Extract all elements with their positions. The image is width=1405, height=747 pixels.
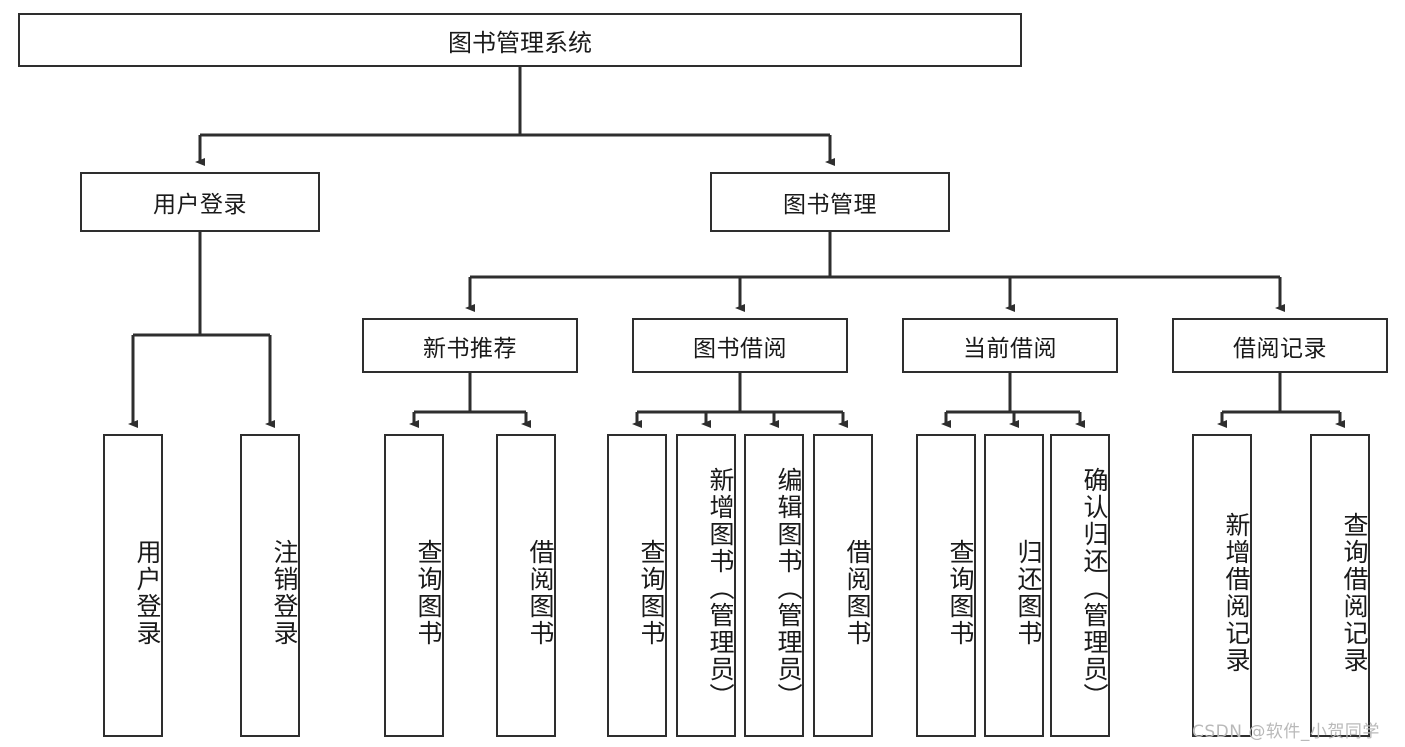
leaf-book-borrow-borrow[interactable]: 借阅图书 xyxy=(813,434,873,737)
leaf-book-borrow-add-label: 新增图书（管理员） xyxy=(706,467,735,710)
node-borrow-record[interactable]: 借阅记录 xyxy=(1172,318,1388,373)
node-root-system-label: 图书管理系统 xyxy=(448,28,592,57)
leaf-book-borrow-borrow-label: 借阅图书 xyxy=(843,538,872,647)
leaf-current-borrow-return-label: 归还图书 xyxy=(1014,538,1043,647)
leaf-book-borrow-add[interactable]: 新增图书（管理员） xyxy=(676,434,736,737)
node-current-borrow[interactable]: 当前借阅 xyxy=(902,318,1118,373)
leaf-borrow-record-add[interactable]: 新增借阅记录 xyxy=(1192,434,1252,737)
leaf-user-login-login[interactable]: 用户登录 xyxy=(103,434,163,737)
leaf-borrow-record-add-label: 新增借阅记录 xyxy=(1222,511,1251,674)
leaf-new-book-query-label: 查询图书 xyxy=(414,538,443,647)
node-current-borrow-label: 当前借阅 xyxy=(963,335,1057,362)
leaf-current-borrow-return[interactable]: 归还图书 xyxy=(984,434,1044,737)
leaf-current-borrow-confirm[interactable]: 确认归还（管理员） xyxy=(1050,434,1110,737)
leaf-book-borrow-query[interactable]: 查询图书 xyxy=(607,434,667,737)
node-new-book-recommend[interactable]: 新书推荐 xyxy=(362,318,578,373)
leaf-new-book-borrow[interactable]: 借阅图书 xyxy=(496,434,556,737)
node-book-management-label: 图书管理 xyxy=(783,192,877,218)
node-user-login[interactable]: 用户登录 xyxy=(80,172,320,232)
node-borrow-record-label: 借阅记录 xyxy=(1233,335,1327,362)
watermark-label: CSDN @软件_小贺同学 xyxy=(1192,722,1380,742)
leaf-book-borrow-query-label: 查询图书 xyxy=(637,538,666,647)
node-book-management[interactable]: 图书管理 xyxy=(710,172,950,232)
leaf-current-borrow-confirm-label: 确认归还（管理员） xyxy=(1080,467,1109,710)
node-root-system[interactable]: 图书管理系统 xyxy=(18,13,1022,67)
leaf-borrow-record-query-label: 查询借阅记录 xyxy=(1340,511,1369,674)
leaf-new-book-query[interactable]: 查询图书 xyxy=(384,434,444,737)
node-book-borrow-label: 图书借阅 xyxy=(693,335,787,362)
leaf-book-borrow-edit-label: 编辑图书（管理员） xyxy=(774,467,803,710)
leaf-current-borrow-query[interactable]: 查询图书 xyxy=(916,434,976,737)
leaf-new-book-borrow-label: 借阅图书 xyxy=(526,538,555,647)
leaf-borrow-record-query[interactable]: 查询借阅记录 xyxy=(1310,434,1370,737)
node-new-book-recommend-label: 新书推荐 xyxy=(423,335,517,362)
node-user-login-label: 用户登录 xyxy=(153,192,247,218)
leaf-user-login-login-label: 用户登录 xyxy=(133,538,162,647)
leaf-book-borrow-edit[interactable]: 编辑图书（管理员） xyxy=(744,434,804,737)
leaf-current-borrow-query-label: 查询图书 xyxy=(946,538,975,647)
watermark-text: CSDN @软件_小贺同学 xyxy=(1192,717,1380,742)
leaf-user-login-logout-label: 注销登录 xyxy=(270,538,299,647)
node-book-borrow[interactable]: 图书借阅 xyxy=(632,318,848,373)
leaf-user-login-logout[interactable]: 注销登录 xyxy=(240,434,300,737)
